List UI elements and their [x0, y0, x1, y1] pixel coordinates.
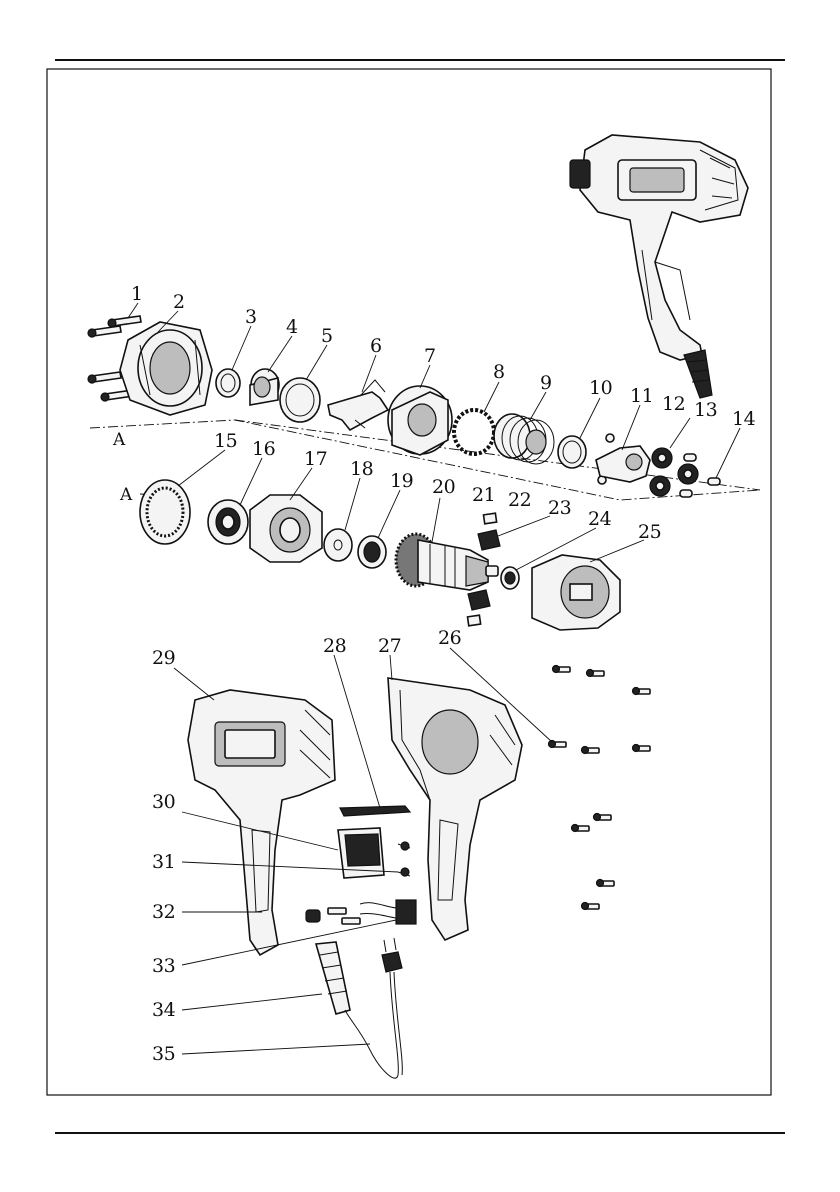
callout-30: 30: [152, 791, 175, 813]
part-16-bearing: [208, 500, 248, 544]
part-7-hammer: [388, 386, 452, 455]
callout-28: 28: [323, 635, 346, 657]
callout-26: 26: [438, 627, 461, 649]
callout-9: 9: [540, 372, 552, 394]
callout-13: 13: [694, 399, 717, 421]
callout-21: 21: [472, 484, 495, 506]
section-marker-a-bottom: A: [119, 485, 133, 505]
callout-32: 32: [152, 901, 175, 923]
part-26-screws: [549, 666, 651, 910]
callout-15: 15: [214, 430, 237, 452]
callout-31: 31: [152, 851, 175, 873]
callout-16: 16: [252, 438, 275, 460]
callout-1: 1: [131, 283, 143, 305]
callout-12: 12: [662, 393, 685, 415]
callout-20: 20: [432, 476, 455, 498]
callout-11: 11: [630, 385, 653, 407]
callout-8: 8: [493, 361, 505, 383]
part-34-cable-sleeve: [316, 942, 350, 1014]
part-9-spring: [494, 414, 554, 464]
part-17-gear-housing: [250, 495, 322, 562]
callout-19: 19: [390, 470, 413, 492]
callout-7: 7: [424, 345, 436, 367]
part-32-clamp: [306, 908, 360, 924]
assembled-impact-wrench: [570, 135, 748, 398]
callout-10: 10: [589, 377, 612, 399]
part-4-bushing: [250, 369, 279, 405]
part-33-terminal: [360, 900, 416, 924]
part-15-ring-gear: [140, 480, 190, 544]
part-18-washer: [324, 529, 352, 561]
callout-23: 23: [548, 497, 571, 519]
section-marker-a-top: A: [112, 430, 126, 450]
part-10-ring: [558, 436, 586, 468]
callout-4: 4: [286, 316, 298, 338]
section-markers: A A: [112, 430, 133, 505]
part-25-stator-housing: [532, 555, 620, 630]
part-6-anvil: [328, 380, 388, 430]
part-8-steel-balls: [454, 410, 494, 454]
callout-27: 27: [378, 635, 401, 657]
callout-18: 18: [350, 458, 373, 480]
part-5-seal-ring: [280, 378, 320, 422]
part-12-spindle: [596, 446, 650, 482]
callout-35: 35: [152, 1043, 175, 1065]
callout-2: 2: [173, 291, 185, 313]
callout-25: 25: [638, 521, 661, 543]
callout-5: 5: [321, 325, 333, 347]
part-35-power-cord: [345, 938, 402, 1078]
callout-24: 24: [588, 508, 612, 530]
part-28-lever: [340, 806, 410, 816]
callout-17: 17: [304, 448, 327, 470]
callout-33: 33: [152, 955, 175, 977]
callout-14: 14: [732, 408, 756, 430]
part-2-front-housing: [120, 322, 212, 415]
callout-29: 29: [152, 647, 175, 669]
part-19-bearing: [358, 536, 386, 568]
callout-34: 34: [152, 999, 176, 1021]
callout-22: 22: [508, 489, 531, 511]
part-3-ring: [216, 369, 240, 397]
callout-3: 3: [245, 306, 257, 328]
callout-6: 6: [370, 335, 382, 357]
